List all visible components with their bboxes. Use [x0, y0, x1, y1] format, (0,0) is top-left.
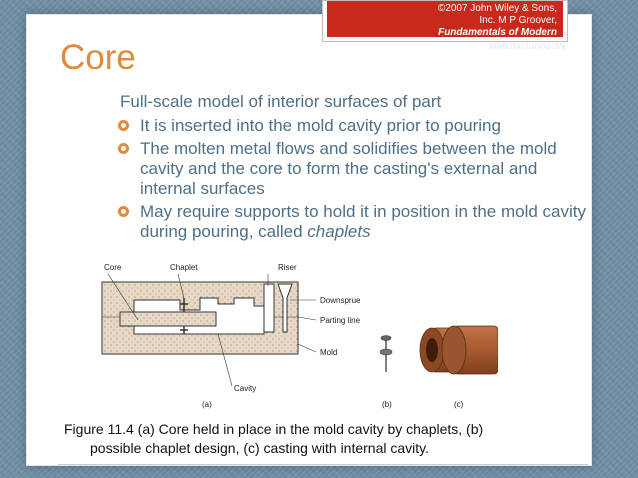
bullet-line: cavity and the core to form the casting'… — [140, 159, 538, 178]
label-b: (b) — [382, 400, 392, 409]
label-riser: Riser — [278, 263, 297, 272]
copyright-line-3: Fundamentals of Modern — [438, 27, 557, 38]
bullet-item: It is inserted into the mold cavity prio… — [118, 116, 638, 136]
bullet-ring-icon — [118, 120, 129, 131]
bullet-line: May require supports to hold it in posit… — [140, 202, 587, 221]
label-a: (a) — [202, 400, 212, 409]
bullet-line: It is inserted into the mold cavity prio… — [140, 116, 501, 135]
caption-line-2: possible chaplet design, (c) casting wit… — [90, 440, 430, 456]
label-core: Core — [104, 263, 122, 272]
casting-drawing — [419, 325, 499, 375]
bullet-line-with-italic: during pouring, called chaplets — [140, 222, 638, 242]
copyright-line-4: Manufacturing 3/e — [488, 43, 566, 49]
label-cavity: Cavity — [234, 384, 257, 393]
footer-divider — [58, 464, 588, 465]
figure-caption: Figure 11.4 (a) Core held in place in th… — [58, 420, 578, 464]
caption-line-1: Figure 11.4 (a) Core held in place in th… — [64, 421, 484, 437]
label-parting-line: Parting line — [320, 316, 361, 325]
figure-drawing — [101, 273, 499, 387]
chaplet-drawing — [379, 335, 393, 372]
slide-panel — [26, 14, 592, 466]
bullet-line: during pouring, called — [140, 222, 308, 241]
figure-11-4: Core Chaplet Riser Downsprue Parting lin… — [98, 260, 499, 416]
intro-text: Full-scale model of interior surfaces of… — [120, 92, 442, 111]
bullet-ring-icon — [118, 206, 129, 217]
label-mold: Mold — [320, 348, 338, 357]
label-chaplet: Chaplet — [170, 263, 198, 272]
label-downsprue: Downsprue — [320, 296, 361, 305]
copyright-box: ©2007 John Wiley & Sons, Inc. M P Groove… — [322, 0, 568, 42]
copyright-line-2: Inc. M P Groover, — [479, 15, 557, 26]
bullet-line: The molten metal flows and solidifies be… — [140, 139, 557, 158]
copyright-line-1: ©2007 John Wiley & Sons, — [437, 3, 557, 14]
bullet-ring-icon — [118, 143, 129, 154]
bullet-item: May require supports to hold it in posit… — [118, 202, 638, 242]
bullet-item: The molten metal flows and solidifies be… — [118, 139, 638, 199]
mold-diagram — [101, 273, 317, 387]
label-c: (c) — [454, 400, 464, 409]
bullet-line: internal surfaces — [140, 179, 265, 198]
copyright-text-block: ©2007 John Wiley & Sons, Inc. M P Groove… — [327, 1, 563, 38]
slide-title: Core — [60, 38, 136, 77]
chaplets-term: chaplets — [307, 222, 371, 241]
bullet-list: It is inserted into the mold cavity prio… — [118, 116, 638, 245]
